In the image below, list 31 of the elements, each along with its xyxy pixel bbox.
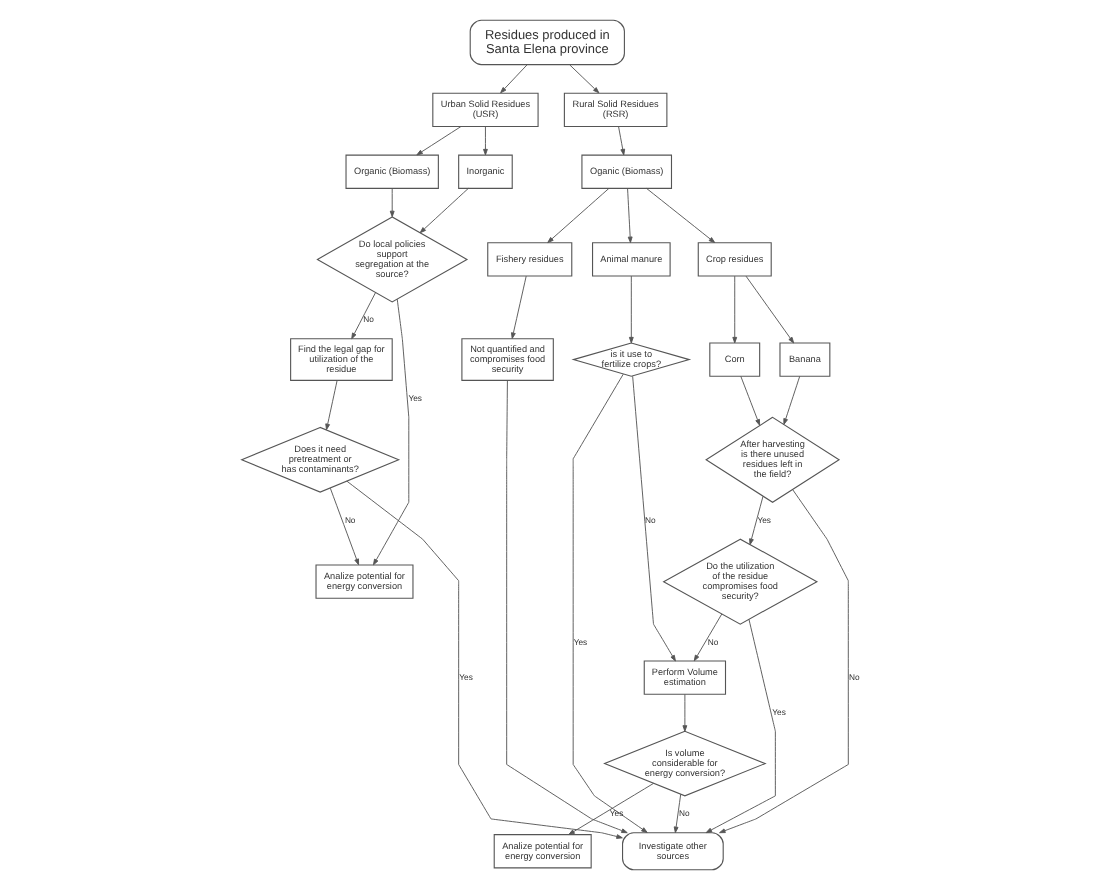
arrow bbox=[739, 375, 760, 426]
arrow bbox=[627, 275, 633, 344]
arrow bbox=[567, 782, 654, 835]
arrow bbox=[388, 187, 394, 218]
arrow bbox=[704, 618, 775, 834]
arrow bbox=[372, 298, 409, 566]
arrow bbox=[748, 495, 763, 545]
arrow bbox=[626, 187, 632, 243]
arrow bbox=[415, 126, 461, 156]
arrow bbox=[418, 187, 468, 234]
arrow bbox=[505, 379, 627, 834]
arrow bbox=[571, 373, 647, 833]
arrow bbox=[617, 126, 625, 156]
arrow bbox=[731, 275, 737, 344]
arrow bbox=[645, 187, 715, 243]
arrow bbox=[510, 275, 526, 339]
arrow bbox=[744, 275, 794, 344]
arrow bbox=[482, 126, 487, 156]
arrow bbox=[568, 64, 599, 94]
arrow bbox=[499, 64, 527, 94]
arrow bbox=[324, 379, 337, 431]
arrow bbox=[718, 489, 848, 834]
arrow bbox=[672, 793, 681, 834]
arrow bbox=[631, 375, 675, 662]
arrow bbox=[350, 292, 375, 340]
arrow bbox=[546, 187, 609, 243]
arrow bbox=[692, 613, 722, 662]
arrow bbox=[782, 375, 800, 425]
arrow bbox=[328, 487, 359, 566]
arrow bbox=[345, 480, 622, 839]
arrow bbox=[681, 693, 687, 732]
